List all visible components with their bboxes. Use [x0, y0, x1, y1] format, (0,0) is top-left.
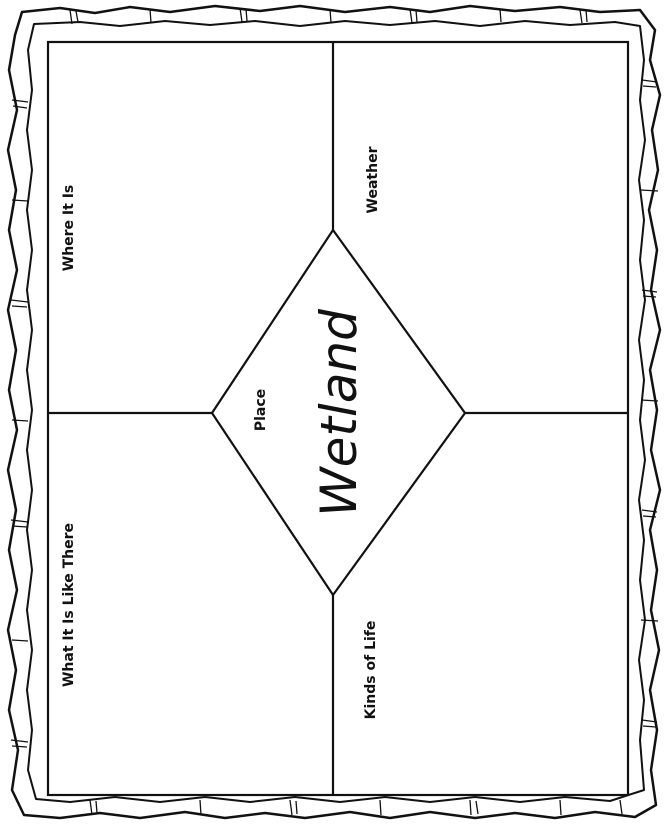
label-what-it-is-like-there: What It Is Like There	[61, 523, 77, 687]
center-title: Wetland	[310, 309, 368, 517]
label-place: Place	[253, 389, 269, 431]
label-weather: Weather	[365, 146, 381, 213]
label-where-it-is: Where It Is	[61, 185, 77, 272]
label-kinds-of-life: Kinds of Life	[363, 621, 379, 720]
